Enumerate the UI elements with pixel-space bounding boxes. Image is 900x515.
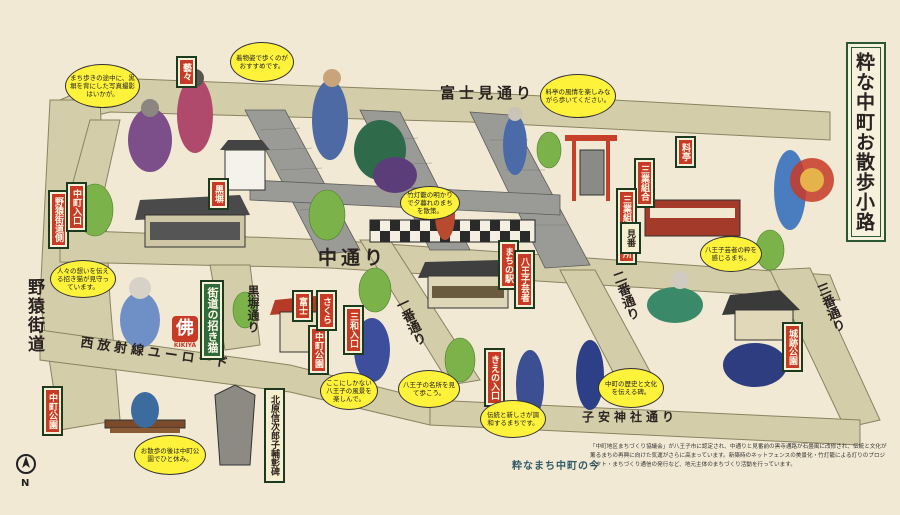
compass-label: N — [21, 478, 30, 489]
speech-bubble: 八王子芸者の粋を感じるまち。 — [700, 236, 762, 272]
buildings — [104, 135, 800, 466]
speech-bubble: 伝統と新しさが調和するまちです。 — [480, 400, 546, 438]
speech-bubble: お散歩の後は中町公園でひと休み。 — [134, 435, 206, 475]
speech-bubble: 料亭の風情を楽しみながら歩いてください。 — [540, 74, 616, 118]
speech-bubble: ここにしかない八王子の風景を楽しんで。 — [320, 372, 378, 410]
sign-geigei: 藝々 — [176, 56, 197, 88]
sign-sangyo-kumiai: 三業組合 — [634, 158, 655, 208]
kikiya-badge: 佛 KIKIYA — [170, 316, 200, 356]
stone-lane-3 — [469, 111, 591, 269]
sign-joseki-park: 城跡公園 — [782, 322, 803, 372]
speech-bubble: 八王子の名所を見て歩こう。 — [398, 370, 460, 408]
title-frame — [846, 42, 886, 242]
road-label-fujimi: 富士見通り — [440, 84, 536, 102]
road-label-koyasu: 子安神社通り — [582, 410, 679, 424]
kikiya-badge-kanji: 佛 — [172, 316, 198, 342]
sign-sanwa: 三和入口 — [343, 305, 364, 355]
sign-hachioji-geisha: 八王子芸者 — [514, 250, 535, 309]
caption: 粋なまち中町の今 — [512, 461, 600, 472]
sign-fuji: 富士 — [292, 290, 313, 322]
speech-bubble: 竹灯籠の明かりで夕暮れのまちを散策。 — [400, 186, 460, 220]
sign-ryotei: 料亭 — [675, 136, 696, 168]
sign-sakura: さくら — [316, 290, 337, 331]
sign-maneki-neko: 街道の招き猫 — [200, 280, 224, 360]
road-label-yaen: 野猿街道 — [24, 278, 44, 354]
compass-icon — [16, 454, 36, 474]
sign-kurobei: 黒塀 — [208, 178, 229, 210]
sign-kieno: きえの入口 — [484, 348, 505, 407]
speech-bubble: 中町の歴史と文化を伝える碑。 — [598, 368, 664, 408]
speech-bubble: まち歩きの途中に、黒塀を背にした写真撮影はいかが。 — [65, 64, 140, 108]
kikiya-badge-text: KIKIYA — [173, 342, 197, 349]
kimono-cats — [120, 69, 806, 428]
sign-naka-entrance: 中町入口 — [66, 182, 87, 232]
sign-naka-park-left: 中町公園 — [42, 386, 63, 436]
monument — [214, 384, 256, 466]
sign-kenban: 見番 — [620, 222, 641, 254]
speech-bubble: 人々の想いを伝える招き猫が見守っています。 — [50, 260, 116, 298]
sign-kitahara-monument: 北原信次郎子輔彰碑 — [264, 388, 285, 483]
map-title: 粋な中町お散歩小路 — [853, 52, 875, 232]
road-label-naka: 中通り — [318, 247, 388, 269]
road-label-kurobei: 黒塀通り — [246, 285, 260, 333]
sign-naka-park: 中町公園 — [308, 325, 329, 375]
footer-text: 「中町地区まちづくり協議会」が八王子市に認定され、中通りと見番前の黒寺通路が石畳… — [590, 444, 887, 468]
speech-bubble: 着物姿で歩くのがおすすめです。 — [230, 42, 294, 82]
